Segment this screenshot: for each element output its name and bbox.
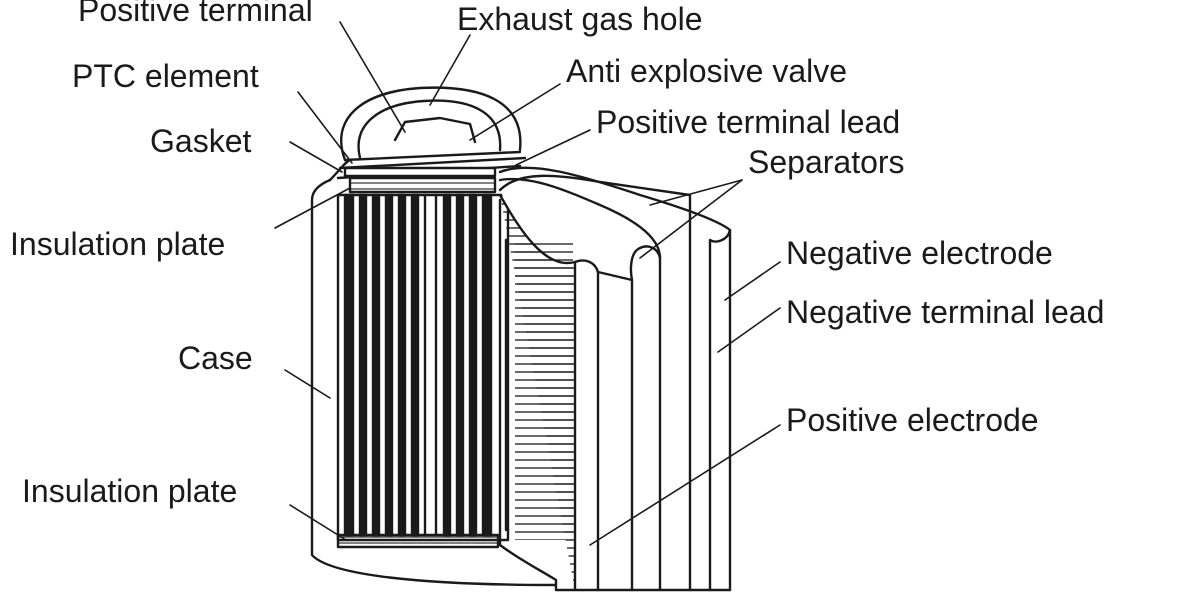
winding-cross-section [336, 193, 510, 542]
label-insulation-plate-bottom: Insulation plate [22, 473, 238, 509]
leader-negative-electrode [724, 261, 781, 301]
leader-positive-electrode [589, 424, 781, 546]
leader-anti-explosive-valve [469, 83, 561, 141]
label-positive-terminal: Positive terminal [78, 0, 313, 28]
leader-lines [274, 21, 781, 546]
label-ptc-element: PTC element [72, 58, 259, 94]
label-negative-electrode: Negative electrode [786, 235, 1053, 271]
label-negative-terminal-lead: Negative terminal lead [786, 294, 1105, 330]
leader-gasket [289, 141, 343, 173]
label-positive-terminal-lead: Positive terminal lead [596, 104, 901, 140]
leader-case [284, 369, 331, 399]
label-exhaust-gas-hole: Exhaust gas hole [457, 1, 703, 37]
label-insulation-plate-top: Insulation plate [10, 226, 226, 262]
leader-separators-1 [649, 179, 743, 206]
leader-negative-terminal-lead [717, 307, 781, 353]
label-gasket: Gasket [150, 123, 252, 159]
label-anti-explosive-valve: Anti explosive valve [566, 53, 848, 89]
label-separators: Separators [748, 144, 905, 180]
leader-exhaust-gas-hole [429, 34, 471, 106]
top-cap [336, 86, 527, 180]
label-positive-electrode: Positive electrode [786, 402, 1039, 438]
bottom-insulation-plate [336, 533, 500, 549]
leader-positive-terminal [339, 21, 406, 133]
leader-separators-2 [639, 179, 743, 259]
unrolled-layers [498, 166, 732, 592]
leader-insulation-plate-bottom [289, 504, 347, 541]
leader-insulation-plate-top [274, 187, 351, 229]
label-case: Case [178, 340, 253, 376]
leader-ptc-element [297, 91, 353, 164]
ptc-and-gasket-layers [343, 166, 497, 194]
leader-positive-terminal-lead [515, 129, 591, 166]
